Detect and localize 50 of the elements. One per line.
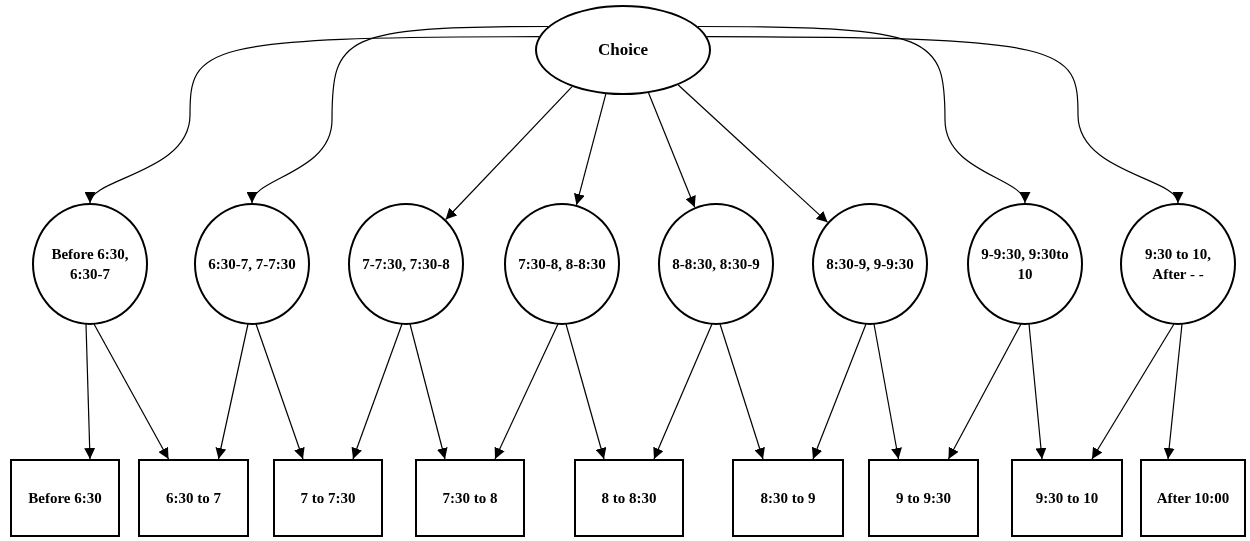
node-label: 7-7:30, 7:30-8 — [361, 254, 451, 274]
arrow — [565, 323, 607, 460]
arrow — [677, 84, 829, 223]
node-label: 7:30 to 8 — [441, 488, 499, 508]
node-label: Before 6:30 — [27, 488, 103, 508]
time-box — [1140, 459, 1246, 537]
arrow — [409, 323, 448, 460]
time-box — [732, 459, 844, 537]
arrow — [653, 323, 713, 460]
arrow — [88, 36, 540, 204]
node-label: 9-9:30, 9:30to 10 — [980, 244, 1070, 284]
arrow — [351, 323, 403, 460]
arrow — [93, 323, 170, 460]
time-box — [868, 459, 979, 537]
node-label: Before 6:30, 6:30-7 — [50, 244, 130, 284]
node-label: Choice — [596, 38, 649, 61]
time-box — [1011, 459, 1123, 537]
node-label: 9:30 to 10, After - - — [1143, 244, 1213, 284]
time-box — [273, 459, 383, 537]
node-label: 7:30-8, 8-8:30 — [517, 254, 607, 274]
arrow — [1028, 323, 1047, 460]
arrow — [873, 323, 902, 460]
time-box — [574, 459, 684, 537]
node-label: 9 to 9:30 — [895, 488, 952, 508]
node-label: 8 to 8:30 — [600, 488, 658, 508]
time-box — [415, 459, 525, 537]
arrow — [84, 323, 96, 460]
arrow — [648, 92, 696, 208]
arrow — [811, 323, 867, 460]
time-box — [138, 459, 249, 537]
node-label: 8-8:30, 8:30-9 — [671, 254, 761, 274]
arrow — [574, 93, 607, 206]
arrow — [249, 25, 549, 204]
arrow — [494, 323, 559, 460]
node-label: 8:30-9, 9-9:30 — [825, 254, 915, 274]
arrow — [697, 25, 1028, 204]
arrow — [947, 323, 1022, 460]
arrow — [445, 86, 573, 221]
arrow — [719, 323, 765, 460]
node-label: 8:30 to 9 — [759, 488, 817, 508]
node-label: 7 to 7:30 — [299, 488, 357, 508]
time-box — [10, 459, 120, 537]
arrow — [1091, 323, 1175, 460]
node-label: After 10:00 — [1155, 488, 1231, 508]
arrow — [215, 323, 249, 460]
node-label: 6:30-7, 7-7:30 — [207, 254, 297, 274]
arrow — [255, 323, 305, 460]
node-label: 6:30 to 7 — [165, 488, 222, 508]
node-label: 9:30 to 10 — [1034, 488, 1100, 508]
arrow — [1163, 323, 1183, 460]
